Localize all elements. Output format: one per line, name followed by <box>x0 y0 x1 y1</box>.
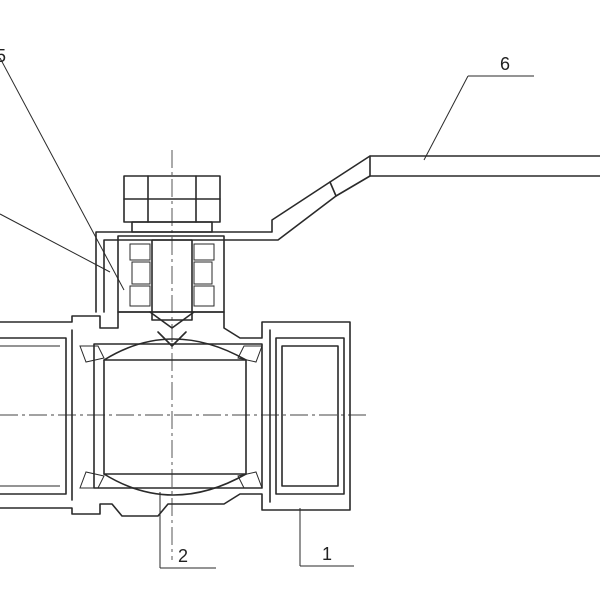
leader-5 <box>0 57 125 291</box>
callout-5: 5 <box>0 46 6 66</box>
leader-lines <box>0 57 534 569</box>
seat-rings <box>79 345 263 489</box>
stem-nut <box>123 175 221 233</box>
valve-body <box>0 311 351 517</box>
ball <box>93 331 263 496</box>
callout-6: 6 <box>500 54 510 74</box>
callout-1: 1 <box>322 544 332 564</box>
leader-6 <box>423 75 469 161</box>
callout-2: 2 <box>178 546 188 566</box>
leader-left <box>0 213 111 273</box>
stem-assembly <box>117 235 225 329</box>
